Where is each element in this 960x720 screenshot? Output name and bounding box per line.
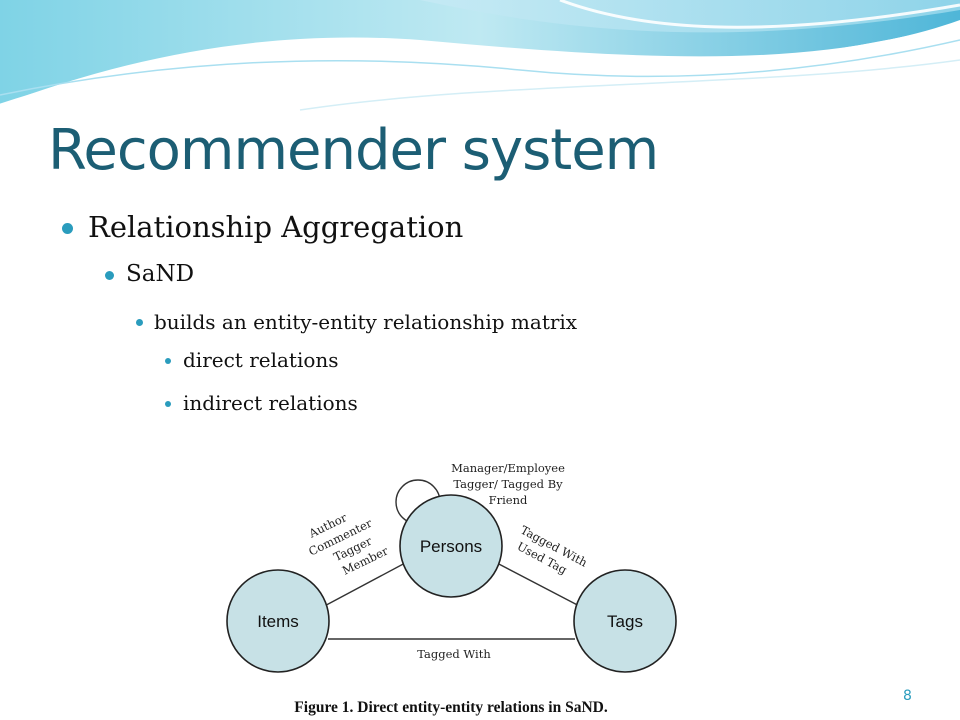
node-tags [573, 569, 677, 673]
self-loop-label-line1: Manager/Employee [451, 461, 565, 475]
bullet-dot-icon [136, 319, 143, 326]
node-label-items: Items [257, 612, 299, 631]
figure-caption: Figure 1. Direct entity-entity relations… [294, 699, 608, 716]
node-label-tags: Tags [607, 612, 643, 631]
slide-number: 8 [903, 688, 912, 704]
bullet-dot-icon [105, 271, 114, 280]
bullet-builds-matrix: builds an entity-entity relationship mat… [136, 310, 578, 334]
node-persons [399, 494, 503, 598]
bullet-text: Relationship Aggregation [88, 210, 464, 244]
entity-relations-figure: Persons Items Tags Manager/Employee Tagg… [222, 458, 680, 720]
bullet-text: SaND [126, 261, 195, 287]
slide-title: Recommender system [48, 118, 659, 183]
edge-persons-items [316, 561, 408, 611]
self-loop-label-line3: Friend [489, 493, 528, 507]
self-loop-label-line2: Tagger/ Tagged By [453, 477, 563, 491]
decorative-wave-header [0, 0, 960, 111]
bullet-dot-icon [62, 223, 73, 234]
bullet-text: direct relations [183, 348, 339, 372]
bullet-direct-relations: direct relations [165, 348, 339, 372]
bullet-dot-icon [165, 358, 171, 364]
bullet-text: builds an entity-entity relationship mat… [154, 310, 578, 334]
bullet-indirect-relations: indirect relations [165, 391, 358, 415]
bullet-dot-icon [165, 401, 171, 407]
bullet-sand: SaND [105, 261, 195, 287]
node-items [226, 569, 330, 673]
edge-persons-tags [494, 561, 588, 611]
bullet-text: indirect relations [183, 391, 358, 415]
items-tags-label: Tagged With [417, 647, 491, 661]
bullet-relationship-aggregation: Relationship Aggregation [62, 210, 464, 244]
node-label-persons: Persons [420, 537, 482, 556]
